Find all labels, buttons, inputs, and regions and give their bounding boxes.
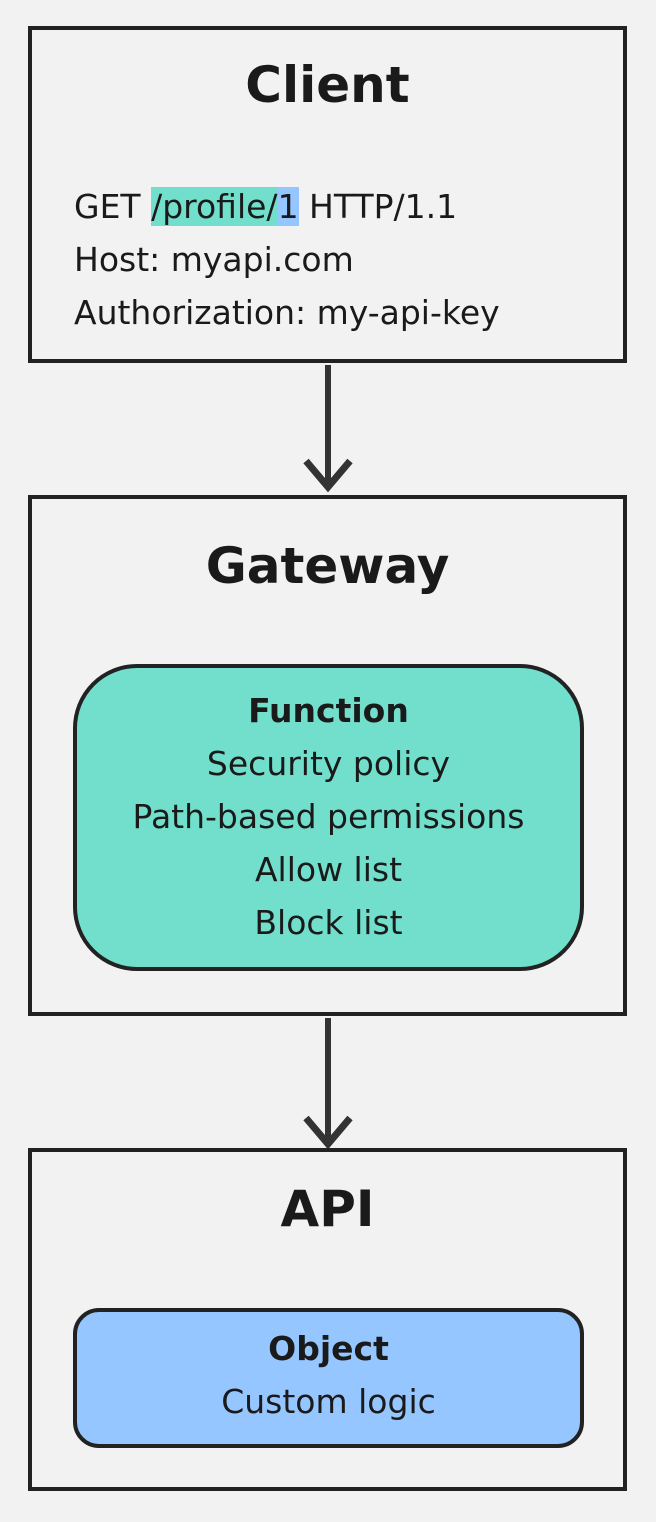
object-item: Custom logic (221, 1382, 436, 1421)
arrow-head (303, 1115, 353, 1150)
arrow-client-to-gateway (303, 365, 353, 493)
http-request: GET /profile/1 HTTP/1.1 Host: myapi.com … (74, 180, 500, 339)
api-title: API (280, 1180, 375, 1238)
function-title: Function (248, 691, 409, 730)
request-protocol: HTTP/1.1 (298, 187, 458, 226)
client-box: Client GET /profile/1 HTTP/1.1 Host: mya… (28, 26, 627, 363)
request-id: 1 (277, 187, 299, 226)
function-item: Path-based permissions (132, 797, 525, 836)
api-box: API Object Custom logic (28, 1148, 627, 1491)
request-authorization: Authorization: my-api-key (74, 293, 500, 332)
arrow-head (303, 458, 353, 493)
request-line: GET /profile/1 HTTP/1.1 (74, 180, 500, 233)
request-path: /profile/ (151, 187, 278, 226)
request-host: Host: myapi.com (74, 240, 354, 279)
object-title: Object (268, 1329, 389, 1368)
function-node: Function Security policy Path-based perm… (73, 664, 584, 971)
arrow-gateway-to-api (303, 1018, 353, 1150)
function-item: Block list (254, 903, 403, 942)
gateway-box: Gateway Function Security policy Path-ba… (28, 495, 627, 1016)
object-node: Object Custom logic (73, 1308, 584, 1448)
request-method: GET (74, 187, 152, 226)
client-title: Client (245, 56, 410, 114)
function-item: Allow list (254, 850, 403, 889)
gateway-title: Gateway (205, 537, 450, 595)
function-item: Security policy (206, 744, 451, 783)
